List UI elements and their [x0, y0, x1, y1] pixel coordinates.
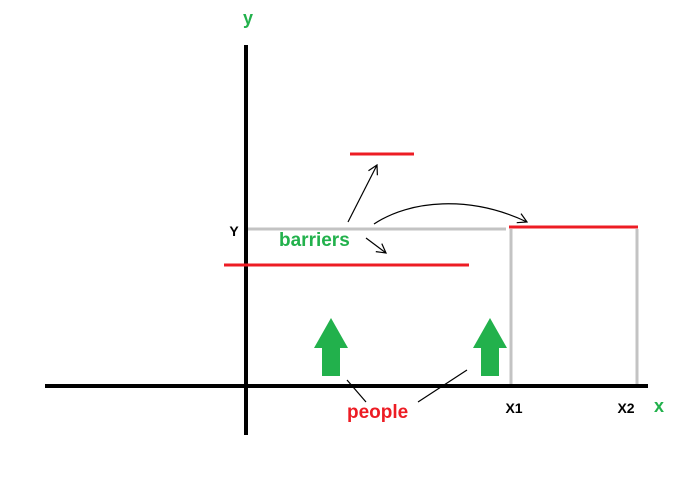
up-arrow-icon: [473, 318, 507, 376]
pointer-arrow-curve: [373, 203, 529, 225]
y-axis-label: y: [243, 8, 253, 28]
x2-tick-label: X2: [617, 400, 634, 416]
pointer-arrow-up: [347, 163, 378, 223]
people-pointer-right: [417, 369, 468, 403]
barriers-label: barriers: [279, 230, 350, 251]
pointer-arrow-down: [365, 237, 387, 254]
x1-tick-label: X1: [505, 400, 522, 416]
people-pointer-left: [346, 379, 367, 403]
people-label: people: [347, 402, 408, 423]
y-tick-label: Y: [229, 223, 239, 239]
up-arrow-icon: [314, 318, 348, 376]
x-axis-label: x: [654, 396, 664, 416]
